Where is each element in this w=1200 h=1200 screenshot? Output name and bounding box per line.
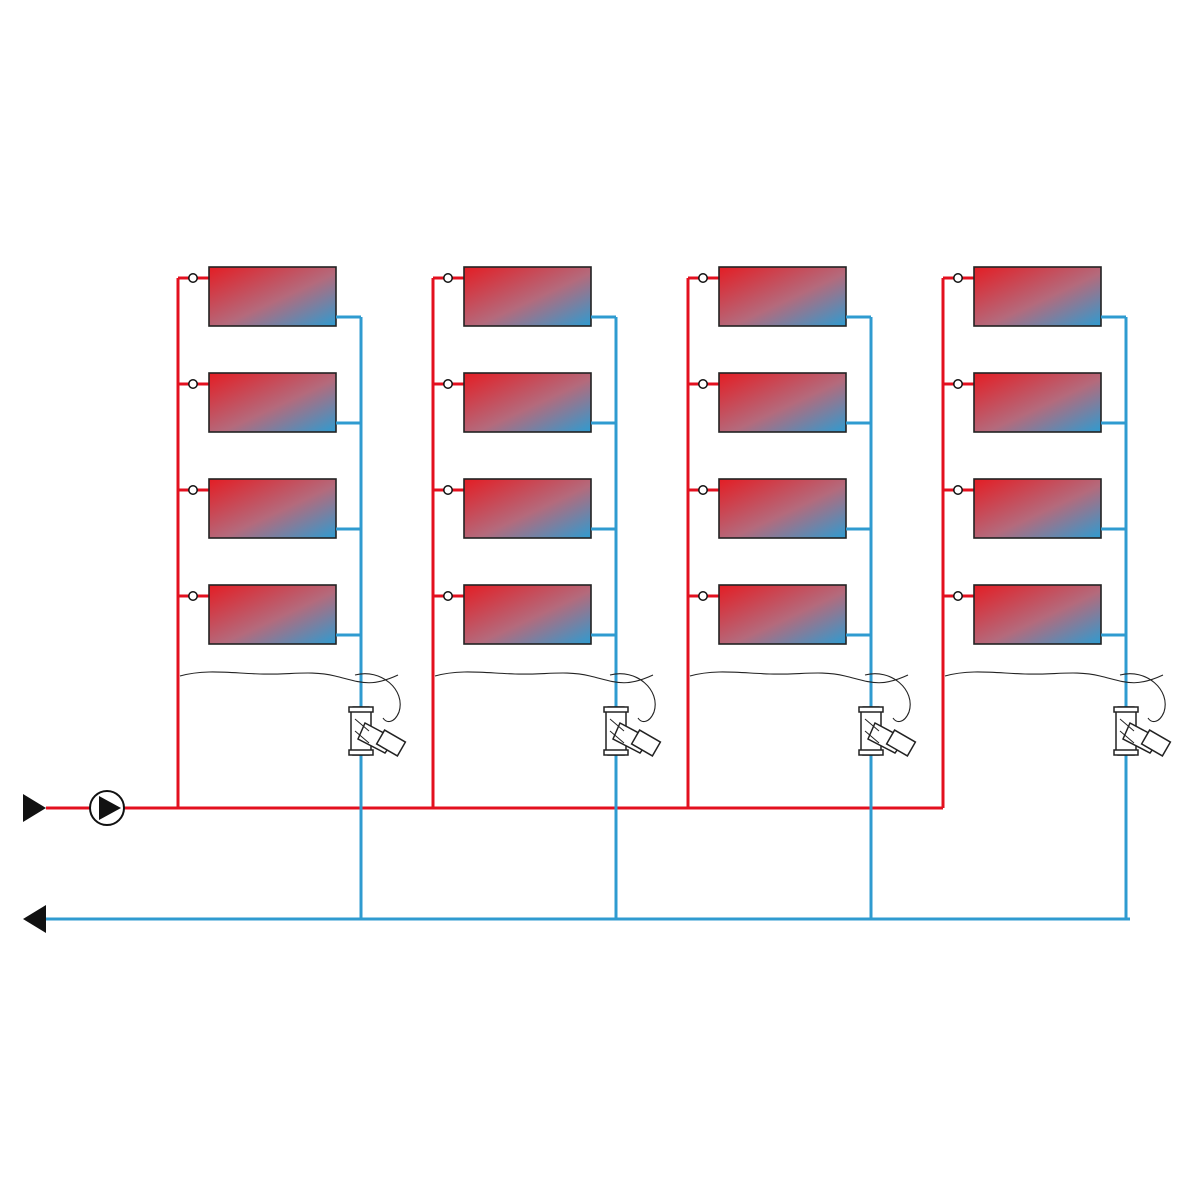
radiator xyxy=(208,372,337,433)
riser-circuits xyxy=(176,266,1172,919)
radiator-valve-icon xyxy=(443,379,453,389)
radiator xyxy=(208,584,337,645)
balancing-valve-icon xyxy=(603,706,662,757)
radiator xyxy=(208,266,337,327)
riser-circuit xyxy=(176,266,407,919)
radiator-valve-icon xyxy=(953,273,963,283)
riser-circuit xyxy=(686,266,917,919)
balancing-valve-icon xyxy=(348,706,407,757)
radiator xyxy=(973,478,1102,539)
valve-flange-bottom xyxy=(603,749,629,756)
valve-detail-line xyxy=(1119,718,1135,732)
valve-flange-top xyxy=(603,706,629,713)
valve-detail-line xyxy=(354,730,370,744)
radiator xyxy=(973,372,1102,433)
radiator-valve-icon xyxy=(188,273,198,283)
valve-actuator xyxy=(375,729,407,757)
valve-detail-line xyxy=(1119,730,1135,744)
radiator xyxy=(208,478,337,539)
arrow-right-icon xyxy=(23,794,46,822)
valve-flange-bottom xyxy=(348,749,374,756)
radiator-valve-icon xyxy=(698,591,708,601)
radiator xyxy=(718,266,847,327)
capillary-tube xyxy=(354,673,401,723)
riser-circuit xyxy=(941,266,1172,919)
radiator xyxy=(973,584,1102,645)
radiator-valve-icon xyxy=(953,591,963,601)
balancing-valve-icon xyxy=(858,706,917,757)
balancing-valve-icon xyxy=(1113,706,1172,757)
valve-detail-line xyxy=(609,718,625,732)
radiator-valve-icon xyxy=(698,273,708,283)
radiator-valve-icon xyxy=(698,485,708,495)
valve-flange-bottom xyxy=(1113,749,1139,756)
floor-break-line xyxy=(689,671,909,684)
valve-actuator xyxy=(630,729,662,757)
radiator-valve-icon xyxy=(443,591,453,601)
radiator-valve-icon xyxy=(953,485,963,495)
radiator-valve-icon xyxy=(953,379,963,389)
radiator-valve-icon xyxy=(188,379,198,389)
radiator xyxy=(718,372,847,433)
arrow-left-icon xyxy=(23,905,46,933)
capillary-tube xyxy=(609,673,656,723)
radiator xyxy=(463,584,592,645)
valve-detail-line xyxy=(864,718,880,732)
radiator xyxy=(718,478,847,539)
pump-icon xyxy=(89,790,125,826)
valve-detail-line xyxy=(354,718,370,732)
radiator-valve-icon xyxy=(443,485,453,495)
radiator xyxy=(718,584,847,645)
floor-break-line xyxy=(944,671,1164,684)
riser-circuit xyxy=(431,266,662,919)
valve-actuator xyxy=(885,729,917,757)
floor-break-line xyxy=(179,671,399,684)
radiator xyxy=(973,266,1102,327)
radiator-valve-icon xyxy=(188,591,198,601)
capillary-tube xyxy=(1119,673,1166,723)
radiator-valve-icon xyxy=(188,485,198,495)
valve-detail-line xyxy=(609,730,625,744)
valve-flange-top xyxy=(1113,706,1139,713)
radiator xyxy=(463,266,592,327)
radiator-valve-icon xyxy=(698,379,708,389)
radiator xyxy=(463,478,592,539)
radiator-valve-icon xyxy=(443,273,453,283)
valve-flange-bottom xyxy=(858,749,884,756)
valve-flange-top xyxy=(858,706,884,713)
capillary-tube xyxy=(864,673,911,723)
floor-break-line xyxy=(434,671,654,684)
radiator xyxy=(463,372,592,433)
valve-flange-top xyxy=(348,706,374,713)
valve-detail-line xyxy=(864,730,880,744)
valve-actuator xyxy=(1140,729,1172,757)
